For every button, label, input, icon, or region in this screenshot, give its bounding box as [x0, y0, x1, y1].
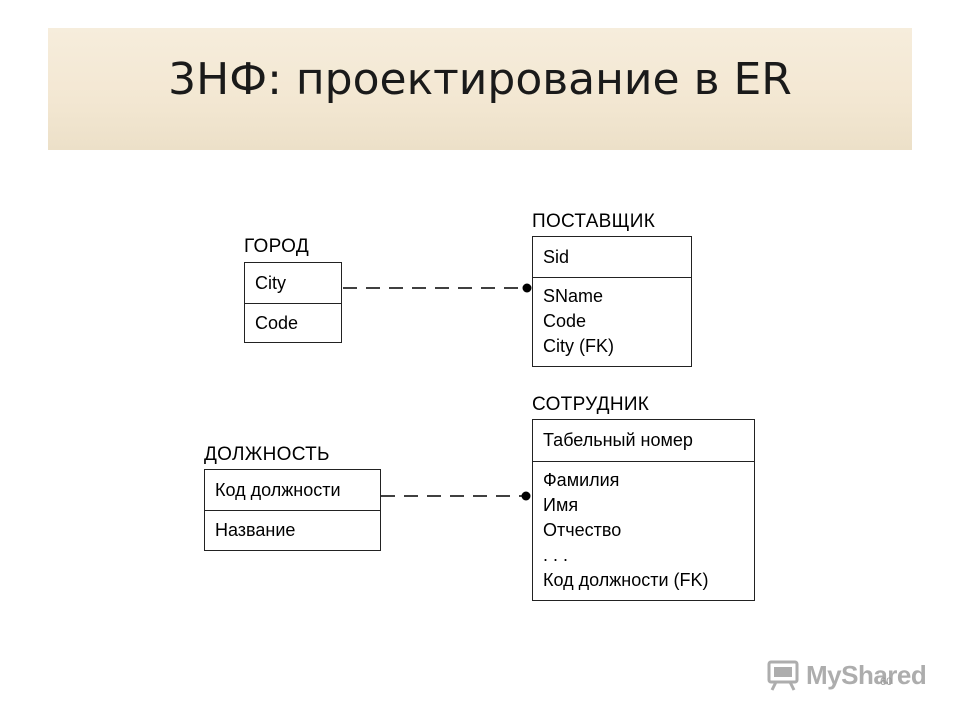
entity-postavshchik-attrs: SName Code City (FK)	[533, 278, 691, 359]
entity-dolzhnost: Код должности Название	[204, 469, 381, 551]
attribute: Sid	[543, 246, 570, 267]
entity-sotrudnik: Табельный номер Фамилия Имя Отчество . .…	[532, 419, 755, 601]
entity-gorod: City Code	[244, 262, 342, 343]
attribute: Код должности	[215, 479, 341, 500]
attribute: Название	[215, 520, 296, 540]
entity-dolzhnost-attrs: Название	[205, 511, 380, 543]
attribute: Фамилия	[543, 470, 620, 490]
page-number: 60	[880, 676, 893, 688]
entity-name-gorod: ГОРОД	[244, 236, 309, 257]
relationship-end-dot-postavshchik	[522, 283, 532, 293]
attribute: Code	[255, 313, 299, 333]
entity-sotrudnik-pk: Табельный номер	[533, 420, 754, 462]
watermark-logo: MyShared	[766, 655, 927, 695]
entity-postavshchik-pk: Sid	[533, 237, 691, 278]
attribute: . . .	[543, 545, 569, 565]
attribute: Код должности (FK)	[543, 570, 709, 590]
attribute: Табельный номер	[543, 430, 693, 450]
entity-name-postavshchik: ПОСТАВЩИК	[532, 211, 656, 232]
entity-gorod-pk: City	[245, 263, 341, 304]
watermark-text: MyShared	[806, 659, 927, 690]
attribute: City	[255, 272, 286, 293]
entity-sotrudnik-attrs: Фамилия Имя Отчество . . . Код должности…	[533, 462, 754, 593]
entity-name-dolzhnost: ДОЛЖНОСТЬ	[204, 444, 330, 465]
title-band	[48, 28, 912, 150]
attribute: Code	[543, 311, 587, 331]
entity-dolzhnost-pk: Код должности	[205, 470, 380, 511]
entity-gorod-attrs: Code	[245, 304, 341, 336]
attribute: City (FK)	[543, 336, 614, 356]
attribute: Отчество	[543, 520, 622, 540]
attribute: SName	[543, 286, 604, 306]
entity-name-sotrudnik: СОТРУДНИК	[532, 394, 650, 415]
slide-title: 3НФ: проектирование в ER	[168, 54, 792, 105]
entity-postavshchik: Sid SName Code City (FK)	[532, 236, 692, 367]
presentation-board-icon	[767, 660, 799, 691]
attribute: Имя	[543, 495, 579, 515]
relationship-end-dot-sotrudnik	[521, 491, 531, 501]
